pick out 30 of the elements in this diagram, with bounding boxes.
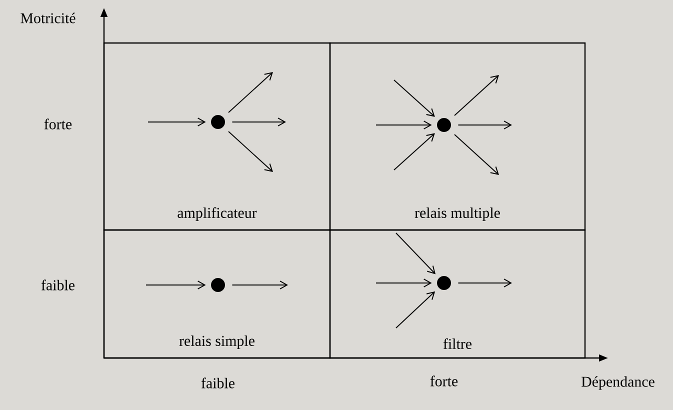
quadrant-box: relais multiple	[329, 42, 586, 231]
arrow	[228, 72, 273, 113]
arrow	[394, 133, 435, 170]
arrow	[228, 131, 273, 172]
arrow	[458, 278, 512, 288]
arrow	[454, 75, 499, 116]
arrow	[396, 232, 436, 274]
axis-label: Dépendance	[582, 376, 654, 390]
dot	[211, 278, 225, 292]
axis-label: faible	[41, 280, 74, 290]
quadrant-box: filtre	[329, 229, 586, 359]
axis-label: Motricité	[20, 12, 76, 24]
quadrant-box: relais simple	[103, 229, 331, 359]
axis-label: forte	[44, 118, 72, 130]
dot	[211, 115, 225, 129]
dot	[437, 118, 451, 132]
arrow	[394, 80, 435, 117]
arrow	[146, 280, 206, 290]
arrow	[396, 291, 436, 328]
arrow	[458, 120, 512, 130]
arrow	[376, 120, 432, 130]
axis-label: forte	[430, 376, 458, 386]
quadrant-box: amplificateur	[103, 42, 331, 231]
arrow	[454, 134, 499, 175]
arrow	[232, 280, 288, 290]
arrow	[232, 118, 286, 126]
arrow	[148, 118, 206, 126]
axis-label: faible	[201, 378, 234, 388]
arrow	[376, 278, 432, 288]
dot	[437, 276, 451, 290]
